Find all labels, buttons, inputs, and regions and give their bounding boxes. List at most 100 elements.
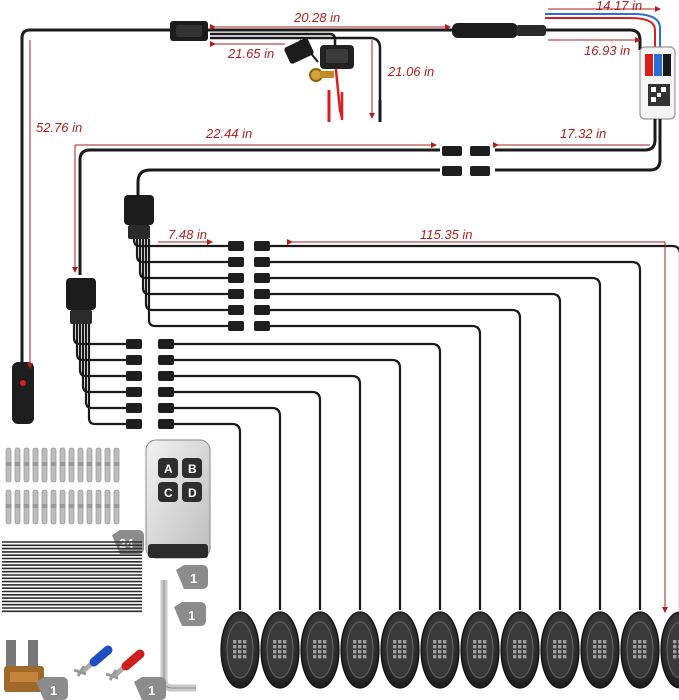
connector-female	[158, 339, 174, 349]
dim-label-fuse-left: 21.65 in	[227, 46, 274, 61]
rock-light-pod	[460, 611, 500, 689]
connector-female	[254, 273, 270, 283]
upper-splitter-hub	[124, 195, 154, 239]
pod-wire	[174, 406, 282, 610]
remote-button-d	[182, 482, 202, 502]
pod-wire	[174, 422, 242, 610]
pod-wire	[174, 342, 442, 610]
pod-wire	[270, 292, 562, 610]
connector-male	[228, 305, 244, 315]
svg-text:24: 24	[119, 536, 134, 551]
dimension-labels: 20.28 in 14.17 in 21.65 in 21.06 in 16.9…	[36, 0, 642, 242]
lower-wire	[78, 324, 130, 378]
dim-label-right-controller: 16.93 in	[584, 43, 630, 58]
remote-button-a	[158, 458, 178, 478]
connector-male	[228, 257, 244, 267]
svg-text:1: 1	[188, 608, 195, 623]
ring-terminal	[309, 68, 334, 82]
rock-light-pod	[300, 611, 340, 689]
remote-label-c: C	[164, 486, 173, 500]
connector-female	[254, 305, 270, 315]
connector-female	[254, 241, 270, 251]
dim-label-top-mid: 20.28 in	[293, 10, 340, 25]
pod-wire	[174, 390, 322, 610]
power-harness	[20, 13, 661, 362]
hex-wrench	[160, 580, 196, 692]
connector-male	[126, 355, 142, 365]
upper-wire	[147, 239, 232, 328]
pod-wire	[270, 260, 642, 610]
rock-light-pods	[220, 611, 679, 689]
badge-remote-qty: 1	[176, 565, 208, 589]
connector-male	[228, 241, 244, 251]
svg-text:1: 1	[148, 683, 155, 698]
lower-wire	[84, 324, 130, 410]
inline-fuse-holder	[284, 38, 354, 69]
connector-male	[228, 273, 244, 283]
splitter-connectors	[442, 146, 490, 176]
upper-wire	[141, 239, 232, 296]
pod-wire	[270, 244, 679, 610]
bullet-connectors	[5, 447, 120, 525]
connector-female	[158, 403, 174, 413]
connector-female	[254, 257, 270, 267]
rock-light-pod	[380, 611, 420, 689]
connector-male	[126, 387, 142, 397]
pod-wire	[270, 324, 482, 610]
remote-label-a: A	[164, 462, 173, 476]
lower-splitter-hub	[66, 278, 96, 324]
pod-wire	[270, 276, 602, 610]
badge-fuse-qty: 1	[36, 677, 68, 700]
svg-text:1: 1	[190, 571, 197, 586]
connector-male	[126, 419, 142, 429]
rock-light-pod	[340, 611, 380, 689]
inline-module	[452, 23, 546, 38]
rock-light-pod	[420, 611, 460, 689]
dim-label-top-right: 14.17 in	[596, 0, 642, 13]
bluetooth-controller	[639, 46, 676, 120]
remote-label-d: D	[188, 486, 197, 500]
dimension-lines	[27, 6, 668, 613]
dim-label-long-branch: 115.35 in	[420, 227, 473, 242]
controller-output-cable	[495, 119, 657, 152]
upper-branch-wires	[132, 239, 270, 331]
dim-label-left-splitter: 22.44 in	[205, 126, 252, 141]
svg-text:1: 1	[50, 683, 57, 698]
lower-branch-wires	[72, 324, 174, 429]
main-power-connector	[170, 21, 208, 41]
rock-light-pod	[500, 611, 540, 689]
cable-ties	[2, 541, 142, 613]
remote-control: A B C D	[145, 439, 211, 559]
rock-light-pod	[620, 611, 660, 689]
pod-wires	[174, 244, 679, 610]
spade-terminals	[73, 645, 145, 681]
dim-label-right-splitter: 17.32 in	[560, 126, 606, 141]
pod-wire	[174, 358, 402, 610]
badge-terminal-qty: 1	[134, 677, 166, 700]
remote-label-b: B	[188, 462, 197, 476]
rock-light-pod	[580, 611, 620, 689]
rock-light-pod	[660, 611, 679, 689]
upper-wire	[144, 239, 232, 312]
rock-light-pod	[220, 611, 260, 689]
lower-wire	[87, 324, 130, 426]
blade-fuse	[4, 640, 44, 692]
badge-wrench-qty: 1	[174, 602, 206, 626]
dim-label-power-vertical: 21.06 in	[387, 64, 434, 79]
connector-female	[158, 355, 174, 365]
connector-male	[228, 321, 244, 331]
connector-male	[228, 289, 244, 299]
connector-male	[126, 371, 142, 381]
connector-female	[254, 321, 270, 331]
connector-male	[126, 339, 142, 349]
dim-label-short-branch: 7.48 in	[168, 227, 207, 242]
rock-light-pod	[540, 611, 580, 689]
pod-wire	[270, 308, 522, 610]
connector-female	[158, 387, 174, 397]
connector-female	[158, 419, 174, 429]
connector-female	[158, 371, 174, 381]
connector-female	[254, 289, 270, 299]
wire-ends	[327, 90, 382, 122]
rocker-switch	[12, 362, 34, 424]
